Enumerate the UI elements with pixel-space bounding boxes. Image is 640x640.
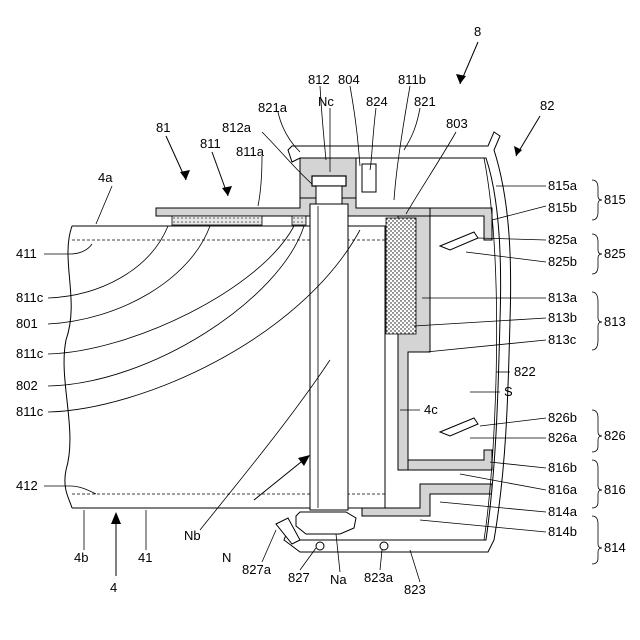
- label-815b: 815b: [548, 200, 577, 215]
- flange-815: [430, 208, 492, 240]
- label-41: 41: [138, 550, 152, 565]
- label-825b: 825b: [548, 254, 577, 269]
- label-813b: 813b: [548, 310, 577, 325]
- fastener-head-nc: [312, 176, 346, 186]
- label-8: 8: [474, 24, 481, 39]
- label-4: 4: [110, 580, 117, 595]
- label-4a: 4a: [98, 170, 113, 185]
- label-816a: 816a: [548, 482, 578, 497]
- label-813a: 813a: [548, 290, 578, 305]
- label-816: 816: [604, 482, 626, 497]
- fastener-shank-nb: [310, 204, 348, 510]
- label-811a: 811a: [236, 144, 265, 159]
- label-82: 82: [540, 98, 554, 113]
- label-823a: 823a: [364, 570, 394, 585]
- label-822: 822: [514, 364, 536, 379]
- label-816b: 816b: [548, 460, 577, 475]
- label-81: 81: [156, 120, 170, 135]
- label-811: 811: [200, 136, 221, 151]
- label-814b: 814b: [548, 524, 577, 539]
- top-flange-811: [156, 196, 430, 216]
- label-813: 813: [604, 314, 626, 329]
- label-4b: 4b: [74, 550, 88, 565]
- label-801: 801: [16, 316, 38, 331]
- arrow-81-head: [180, 170, 190, 180]
- label-815: 815: [604, 192, 626, 207]
- label-811c-3: 811c: [16, 404, 44, 419]
- label-815a: 815a: [548, 178, 578, 193]
- clip-824: [362, 164, 376, 192]
- label-4c: 4c: [424, 402, 438, 417]
- fastener-neck: [316, 186, 342, 204]
- label-n: N: [222, 550, 231, 565]
- label-813c: 813c: [548, 332, 577, 347]
- label-826b: 826b: [548, 410, 577, 425]
- label-821a: 821a: [258, 100, 288, 115]
- lip-825: [440, 232, 478, 250]
- notch-823a: [380, 542, 388, 550]
- arrow-4-head: [111, 512, 121, 524]
- label-826a: 826a: [548, 430, 578, 445]
- label-825: 825: [604, 246, 626, 261]
- flange-816: [408, 450, 492, 470]
- label-825a: 825a: [548, 232, 578, 247]
- label-803: 803: [446, 116, 468, 131]
- label-823: 823: [404, 582, 426, 597]
- label-802: 802: [16, 378, 38, 393]
- label-821: 821: [414, 94, 436, 109]
- arrow-n-head: [298, 455, 310, 466]
- panel-break-line: [64, 226, 72, 508]
- bottom-flange-814: [362, 484, 492, 516]
- label-812a: 812a: [222, 120, 252, 135]
- leader-lines: [44, 42, 546, 582]
- notch-827: [316, 542, 324, 550]
- label-nc: Nc: [318, 94, 334, 109]
- label-811b: 811b: [398, 72, 426, 87]
- label-824: 824: [366, 94, 388, 109]
- adhesive-802: [292, 216, 306, 225]
- foam-803: [386, 218, 416, 334]
- label-814a: 814a: [548, 504, 578, 519]
- label-s: S: [504, 384, 513, 399]
- label-827a: 827a: [242, 562, 272, 577]
- label-411: 411: [16, 246, 37, 261]
- label-827: 827: [288, 570, 310, 585]
- arrow-8-head: [456, 74, 466, 84]
- label-811c-1: 811c: [16, 290, 44, 305]
- label-na: Na: [330, 572, 347, 587]
- label-412: 412: [16, 478, 38, 493]
- label-811c-2: 811c: [16, 346, 44, 361]
- label-804: 804: [338, 72, 360, 87]
- adhesive-801: [172, 216, 262, 225]
- fastener-base-na: [296, 512, 356, 534]
- fastener-n: [296, 176, 356, 534]
- label-braces: [592, 180, 602, 564]
- arrow-811-head: [222, 186, 232, 196]
- label-814: 814: [604, 540, 626, 555]
- label-812: 812: [308, 72, 330, 87]
- lip-826: [440, 418, 478, 436]
- label-826: 826: [604, 428, 626, 443]
- label-nb: Nb: [184, 528, 201, 543]
